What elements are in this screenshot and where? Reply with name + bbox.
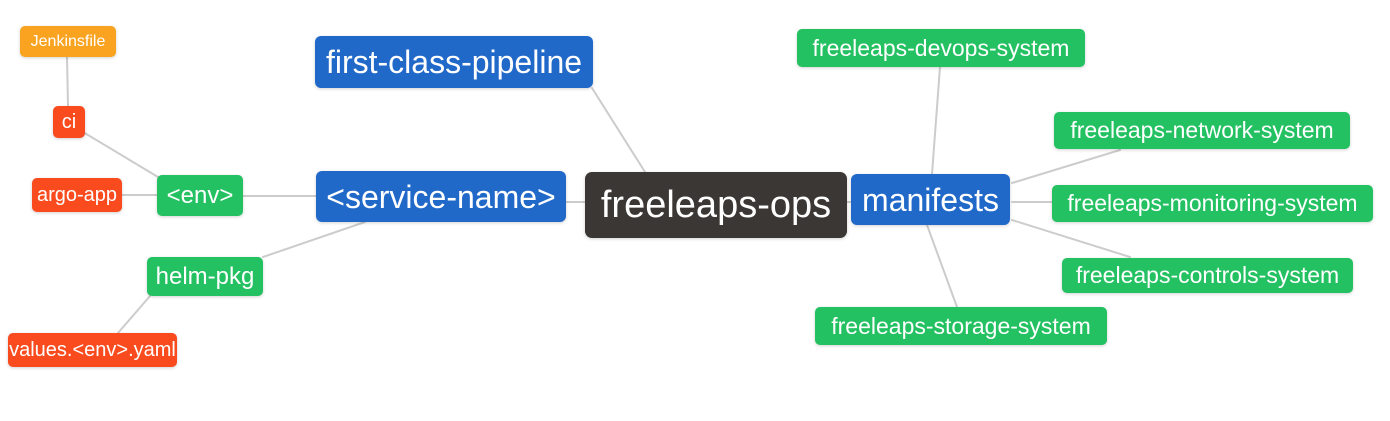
node-freeleaps-network-system[interactable]: freeleaps-network-system <box>1054 112 1350 149</box>
node-env[interactable]: <env> <box>157 175 243 216</box>
node-service-name[interactable]: <service-name> <box>316 171 566 222</box>
node-freeleaps-devops-system[interactable]: freeleaps-devops-system <box>797 29 1085 67</box>
node-freeleaps-ops-root[interactable]: freeleaps-ops <box>585 172 847 238</box>
edge-manifests-devops-system <box>931 66 941 175</box>
node-jenkinsfile[interactable]: Jenkinsfile <box>20 26 116 57</box>
node-manifests[interactable]: manifests <box>851 174 1010 225</box>
edge-helm-pkg-values-env-yaml <box>117 295 151 334</box>
node-freeleaps-storage-system[interactable]: freeleaps-storage-system <box>815 307 1107 345</box>
edge-service-name-helm-pkg <box>262 221 366 258</box>
node-values-env-yaml[interactable]: values.<env>.yaml <box>8 333 177 367</box>
edge-ci-env <box>82 131 159 178</box>
node-helm-pkg[interactable]: helm-pkg <box>147 257 263 296</box>
edge-first-class-pipeline-root <box>591 87 646 173</box>
edge-manifests-network-system <box>1011 149 1121 184</box>
node-first-class-pipeline[interactable]: first-class-pipeline <box>315 36 593 88</box>
node-ci[interactable]: ci <box>53 106 85 138</box>
node-freeleaps-controls-system[interactable]: freeleaps-controls-system <box>1062 258 1353 293</box>
node-argo-app[interactable]: argo-app <box>32 178 122 212</box>
edge-manifests-controls-system <box>1011 219 1131 258</box>
edge-jenkinsfile-ci <box>66 56 69 107</box>
node-freeleaps-monitoring-system[interactable]: freeleaps-monitoring-system <box>1052 185 1373 222</box>
edge-manifests-storage-system <box>926 224 958 308</box>
